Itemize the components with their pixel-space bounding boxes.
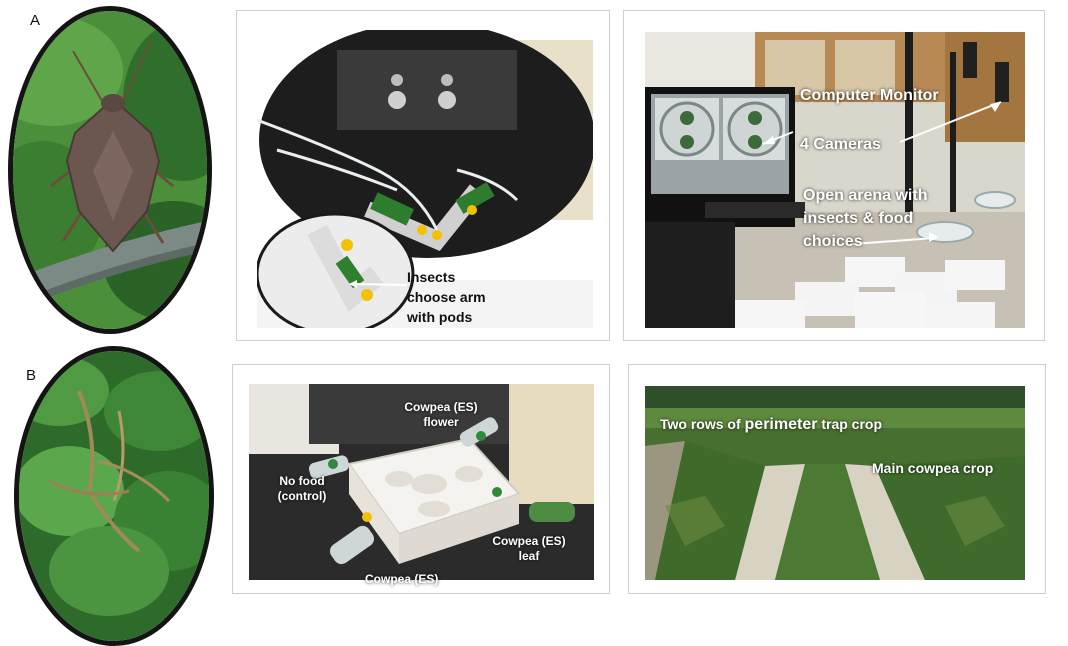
- panel-d-photo: [249, 384, 594, 580]
- callout-line-1: Insects: [407, 269, 456, 285]
- panel-f-label-main: Main cowpea crop: [872, 460, 994, 476]
- callout-line-3: with pods: [407, 309, 473, 325]
- panel-c-photo: [257, 30, 593, 328]
- arena-line-3: choices: [803, 233, 863, 250]
- arena-line-2: insects & food: [803, 210, 914, 227]
- trap-prefix: Two rows of: [660, 416, 745, 432]
- panel-d-label-bottom: Cowpea (ES): [365, 572, 439, 586]
- callout-line-2: choose arm: [407, 289, 486, 305]
- panel-b-oval-photo: [14, 346, 214, 646]
- control-line-1: No food: [279, 474, 325, 488]
- four-arm-olfactometer-photo: [249, 384, 594, 580]
- stink-bug-photo: [13, 11, 207, 329]
- panel-d-label-control: No food (control): [262, 474, 342, 504]
- panel-e-label-arena: Open arena with insects & food choices: [803, 184, 927, 253]
- panel-e-photo: [645, 32, 1025, 328]
- trap-emphasis: perimeter: [744, 416, 818, 433]
- panel-d-label-leaf: Cowpea (ES) leaf: [484, 534, 574, 564]
- trap-suffix: trap crop: [817, 416, 883, 432]
- panel-f-photo: [645, 386, 1025, 580]
- panel-a-oval-photo: [8, 6, 212, 334]
- panel-c-callout: Insects choose arm with pods: [407, 267, 486, 327]
- flower-line-2: flower: [423, 415, 459, 429]
- control-line-2: (control): [277, 489, 327, 503]
- damaged-cowpea-photo: [19, 351, 209, 641]
- olfactometer-setup-photo: [257, 30, 593, 328]
- panel-e-label-cameras: 4 Cameras: [800, 136, 881, 153]
- leaf-line-2: leaf: [518, 549, 540, 563]
- panel-f-label-trap: Two rows of perimeter trap crop: [660, 416, 882, 434]
- arena-line-1: Open arena with: [803, 187, 928, 204]
- flower-line-1: Cowpea (ES): [404, 400, 478, 414]
- panel-label-b: B: [26, 367, 37, 384]
- cowpea-field-photo: [645, 386, 1025, 580]
- panel-label-a: A: [30, 12, 41, 29]
- camera-tracking-setup-photo: [645, 32, 1025, 328]
- panel-d-label-flower: Cowpea (ES) flower: [396, 400, 486, 430]
- panel-e-label-monitor: Computer Monitor: [800, 87, 939, 104]
- leaf-line-1: Cowpea (ES): [492, 534, 566, 548]
